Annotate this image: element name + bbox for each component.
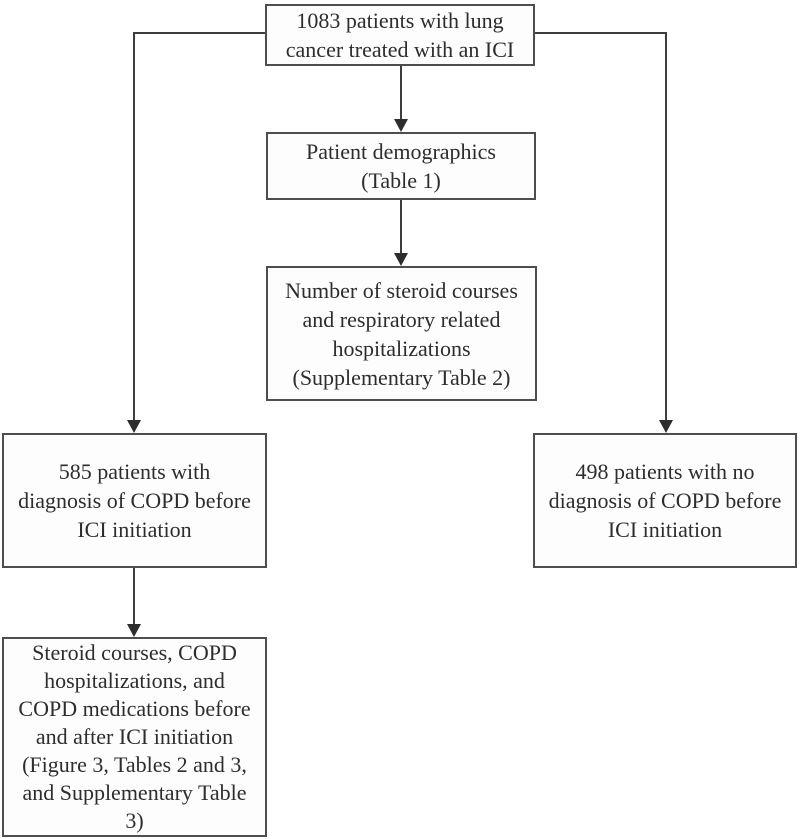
arrowhead-down-icon <box>127 420 141 433</box>
connector-line-total-to-copd-vertical <box>133 32 135 421</box>
node-total-patients: 1083 patients with lung cancer treated w… <box>265 4 535 66</box>
connector-line-total-to-no-copd-vertical <box>665 32 667 421</box>
node-copd-outcomes-label: Steroid courses, COPD hospitalizations, … <box>18 640 251 833</box>
connector-line-total-to-no-copd-horizontal <box>535 32 667 34</box>
node-copd-outcomes: Steroid courses, COPD hospitalizations, … <box>2 637 267 837</box>
node-copd-patients-label: 585 patients with diagnosis of COPD befo… <box>18 459 251 542</box>
arrowhead-down-icon <box>394 253 408 266</box>
connector-line-total-to-demographics <box>400 66 402 120</box>
node-patient-demographics-label: Patient demographics (Table 1) <box>305 139 496 193</box>
arrowhead-down-icon <box>394 119 408 132</box>
node-copd-patients: 585 patients with diagnosis of COPD befo… <box>2 433 267 568</box>
node-no-copd-patients: 498 patients with no diagnosis of COPD b… <box>533 433 797 568</box>
node-no-copd-patients-label: 498 patients with no diagnosis of COPD b… <box>548 459 782 542</box>
connector-line-copd-to-outcomes <box>133 568 135 625</box>
connector-line-total-to-copd-horizontal <box>133 32 265 34</box>
node-patient-demographics: Patient demographics (Table 1) <box>266 132 536 200</box>
arrowhead-down-icon <box>127 624 141 637</box>
node-steroid-courses-label: Number of steroid courses and respirator… <box>285 277 518 390</box>
node-steroid-courses: Number of steroid courses and respirator… <box>266 266 537 401</box>
node-total-patients-label: 1083 patients with lung cancer treated w… <box>285 8 515 62</box>
arrowhead-down-icon <box>659 420 673 433</box>
connector-line-demographics-to-steroid-courses <box>400 200 402 254</box>
